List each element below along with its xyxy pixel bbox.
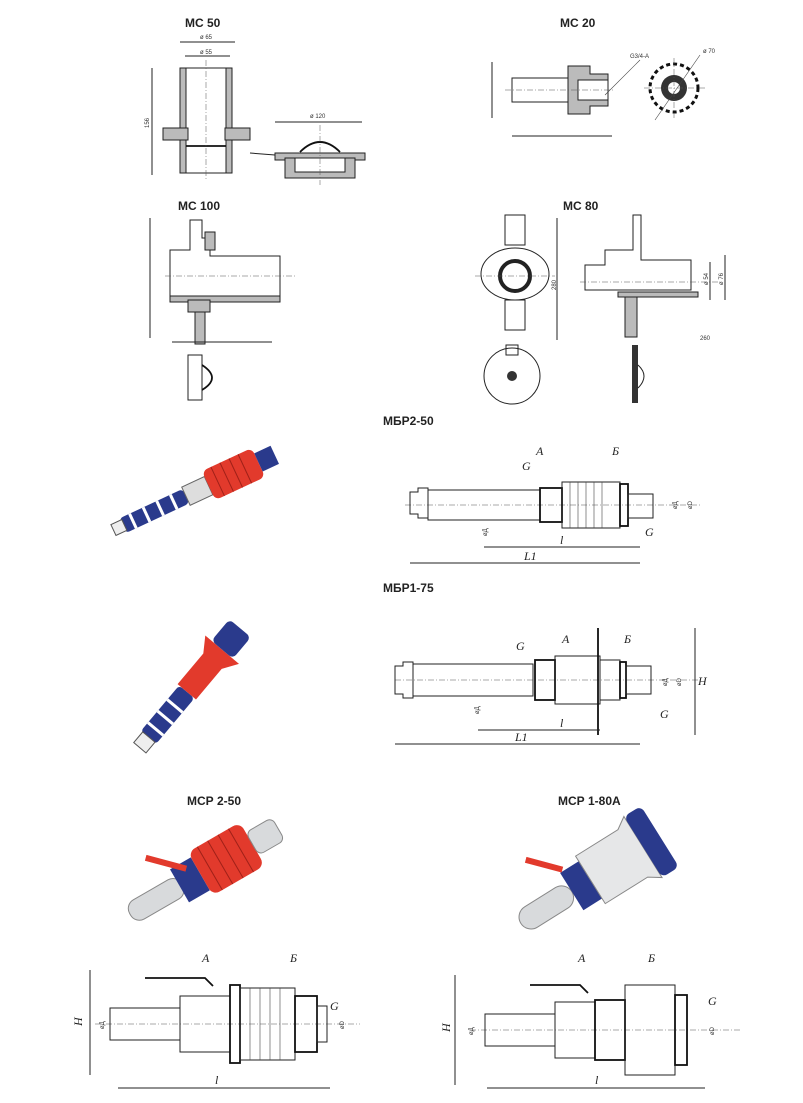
label-l1: L1 bbox=[523, 549, 537, 563]
dim-d65: ø 65 bbox=[200, 35, 213, 41]
dim-h156: 156 bbox=[145, 117, 151, 128]
mbr175-drawing: МБР1-75 А Б G G øД øD H øД l L1 bbox=[383, 581, 708, 745]
label-dd: øД bbox=[475, 706, 481, 714]
dim-h280: 280 bbox=[552, 279, 558, 290]
label-a: А bbox=[535, 444, 544, 458]
label-g: G bbox=[330, 999, 339, 1013]
mc50-title: МС 50 bbox=[185, 16, 221, 30]
label-dd: øД bbox=[673, 501, 679, 509]
mbr250-title: МБР2-50 bbox=[383, 414, 434, 428]
label-dd: øД bbox=[100, 1021, 106, 1029]
dim-thread: G3/4-A bbox=[630, 54, 649, 60]
label-dd: øД bbox=[469, 1027, 475, 1035]
mc100-drawing: МС 100 bbox=[149, 199, 295, 401]
label-b: Б bbox=[623, 632, 631, 646]
mbr175-title: МБР1-75 bbox=[383, 581, 434, 595]
mc20-drawing: МС 20 G3/4-A ø 70 bbox=[491, 16, 716, 137]
mcp180a-image: МСР 1-80А bbox=[518, 794, 677, 930]
label-l: l bbox=[560, 716, 564, 730]
label-d: øD bbox=[340, 1020, 346, 1029]
label-b: Б bbox=[647, 951, 655, 965]
label-l: l bbox=[215, 1073, 219, 1087]
mcp250-title: МСР 2-50 bbox=[187, 794, 241, 808]
mc100-title: МС 100 bbox=[178, 199, 220, 213]
dim-w260: 260 bbox=[700, 336, 711, 342]
mbr250-drawing: МБР2-50 А Б G G øД øD øД l L1 bbox=[383, 414, 700, 564]
dim-d54: ø 54 bbox=[704, 272, 710, 285]
mc50-drawing: МС 50 ø 65 ø 55 156 ø 120 bbox=[145, 16, 366, 185]
label-g: G bbox=[522, 459, 531, 473]
label-h: H bbox=[71, 1016, 85, 1027]
mbr175-image bbox=[133, 621, 249, 754]
mcp250-drawing: H øД øD А Б G l bbox=[71, 951, 360, 1089]
label-g: G bbox=[708, 994, 717, 1008]
dim-d70: ø 70 bbox=[703, 49, 716, 55]
mbr250-image bbox=[110, 445, 279, 537]
dim-d55: ø 55 bbox=[200, 50, 213, 56]
label-a: А bbox=[561, 632, 570, 646]
mcp250-image: МСР 2-50 bbox=[127, 794, 284, 921]
label-g: G bbox=[645, 525, 654, 539]
label-d: øD bbox=[710, 1026, 716, 1035]
mc20-title: МС 20 bbox=[560, 16, 596, 30]
mcp180a-drawing: H øД øD А Б G l bbox=[439, 951, 740, 1089]
label-l: l bbox=[595, 1073, 599, 1087]
label-d: øD bbox=[677, 677, 683, 686]
label-dd: øД bbox=[483, 528, 489, 536]
label-dd: øД bbox=[663, 678, 669, 686]
label-a: А bbox=[201, 951, 210, 965]
label-g: G bbox=[660, 707, 669, 721]
mc80-drawing: МС 80 280 ø 54 ø 76 260 bbox=[475, 199, 726, 405]
mcp180a-title: МСР 1-80А bbox=[558, 794, 621, 808]
dim-d120: ø 120 bbox=[310, 114, 326, 120]
label-h: H bbox=[439, 1022, 453, 1033]
mc80-title: МС 80 bbox=[563, 199, 599, 213]
label-l1: L1 bbox=[514, 730, 528, 744]
label-a: А bbox=[577, 951, 586, 965]
dim-d76: ø 76 bbox=[719, 272, 725, 285]
label-b: Б bbox=[611, 444, 619, 458]
label-l: l bbox=[560, 533, 564, 547]
label-g: G bbox=[516, 639, 525, 653]
label-b: Б bbox=[289, 951, 297, 965]
label-h: H bbox=[697, 674, 708, 688]
label-d: øD bbox=[688, 500, 694, 509]
